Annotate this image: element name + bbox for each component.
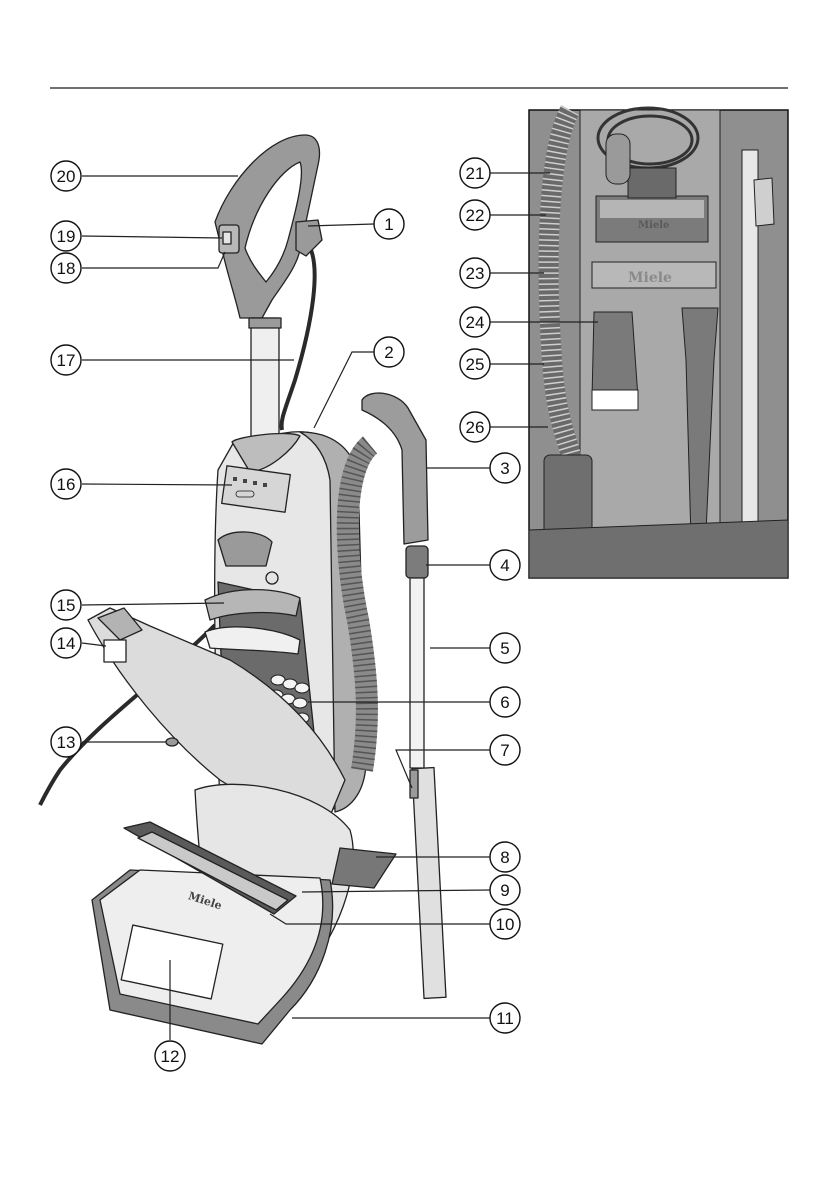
callout-21-label: 21 bbox=[466, 164, 485, 183]
rear-flap bbox=[332, 848, 396, 888]
leader-15 bbox=[82, 603, 224, 605]
callout-22: 22 bbox=[460, 200, 490, 230]
callout-8-label: 8 bbox=[500, 848, 509, 867]
callout-15: 15 bbox=[51, 590, 81, 620]
callout-7: 7 bbox=[490, 735, 520, 765]
callout-5: 5 bbox=[490, 633, 520, 663]
inset-nozzle-logo: Miele bbox=[638, 220, 669, 231]
callout-5-label: 5 bbox=[500, 639, 509, 658]
telescopic-tube-upper bbox=[410, 578, 424, 768]
callout-18: 18 bbox=[51, 253, 81, 283]
vacuum-illustration: Miele bbox=[40, 135, 446, 1044]
callout-10-label: 10 bbox=[496, 915, 515, 934]
callout-7-label: 7 bbox=[500, 741, 509, 760]
telescopic-tube-slider bbox=[410, 770, 418, 798]
callout-4: 4 bbox=[490, 550, 520, 580]
callout-25: 25 bbox=[460, 349, 490, 379]
callout-15-label: 15 bbox=[57, 596, 76, 615]
inset-base bbox=[529, 520, 788, 578]
callout-8: 8 bbox=[490, 842, 520, 872]
callout-23: 23 bbox=[460, 258, 490, 288]
leader-16 bbox=[82, 484, 232, 485]
callout-2-label: 2 bbox=[384, 343, 393, 362]
telescopic-tube-lower bbox=[412, 768, 446, 999]
callout-16: 16 bbox=[51, 469, 81, 499]
inset-dusting-brush bbox=[592, 312, 638, 398]
callout-19-label: 19 bbox=[57, 227, 76, 246]
lid-catch bbox=[166, 738, 178, 746]
leader-2 bbox=[314, 352, 374, 428]
inset-side-clip bbox=[754, 178, 774, 226]
callout-21: 21 bbox=[460, 158, 490, 188]
callout-14-label: 14 bbox=[57, 634, 76, 653]
callout-6: 6 bbox=[490, 687, 520, 717]
callout-24-label: 24 bbox=[466, 313, 485, 332]
callout-3: 3 bbox=[490, 453, 520, 483]
callout-11: 11 bbox=[490, 1003, 520, 1033]
callout-1-label: 1 bbox=[384, 215, 393, 234]
callout-4-label: 4 bbox=[500, 556, 509, 575]
control-panel bbox=[222, 466, 291, 513]
callout-17: 17 bbox=[51, 345, 81, 375]
callout-22-label: 22 bbox=[466, 206, 485, 225]
lid-handle-recess bbox=[104, 640, 126, 662]
callout-12-label: 12 bbox=[161, 1047, 180, 1066]
callout-6-label: 6 bbox=[500, 693, 509, 712]
callout-20: 20 bbox=[51, 161, 81, 191]
callout-13: 13 bbox=[51, 727, 81, 757]
handle-indicator bbox=[223, 232, 231, 244]
accessory-inset: Miele Miele bbox=[529, 108, 788, 578]
callout-26: 26 bbox=[460, 412, 490, 442]
hose-handle bbox=[362, 393, 428, 544]
leader-18 bbox=[82, 252, 225, 268]
callout-12: 12 bbox=[155, 1041, 185, 1071]
hose-handle-lock bbox=[406, 546, 428, 578]
handle-tube bbox=[251, 318, 279, 443]
callout-1: 1 bbox=[374, 209, 404, 239]
lid-indicator bbox=[266, 572, 278, 584]
callout-10: 10 bbox=[490, 909, 520, 939]
inset-upholstery-nozzle-top bbox=[600, 200, 704, 218]
callout-17-label: 17 bbox=[57, 351, 76, 370]
callout-3-label: 3 bbox=[500, 459, 509, 478]
inset-dusting-brush-bristles bbox=[592, 390, 638, 410]
inset-cord-hook bbox=[606, 134, 630, 184]
callout-11-label: 11 bbox=[496, 1009, 514, 1028]
callout-16-label: 16 bbox=[57, 475, 76, 494]
leader-19 bbox=[82, 236, 222, 238]
callout-26-label: 26 bbox=[466, 418, 485, 437]
callout-25-label: 25 bbox=[466, 355, 485, 374]
callout-23-label: 23 bbox=[466, 264, 485, 283]
callout-19: 19 bbox=[51, 221, 81, 251]
inset-neck bbox=[628, 168, 676, 198]
callout-18-label: 18 bbox=[57, 259, 76, 278]
callout-9-label: 9 bbox=[500, 881, 509, 900]
callout-20-label: 20 bbox=[57, 167, 76, 186]
inset-shelf-logo: Miele bbox=[628, 270, 672, 286]
callout-14: 14 bbox=[51, 628, 81, 658]
callout-2: 2 bbox=[374, 337, 404, 367]
callout-9: 9 bbox=[490, 875, 520, 905]
callout-24: 24 bbox=[460, 307, 490, 337]
handle-tube-collar bbox=[249, 318, 281, 328]
callout-13-label: 13 bbox=[57, 733, 76, 752]
lid-latch bbox=[218, 532, 272, 566]
